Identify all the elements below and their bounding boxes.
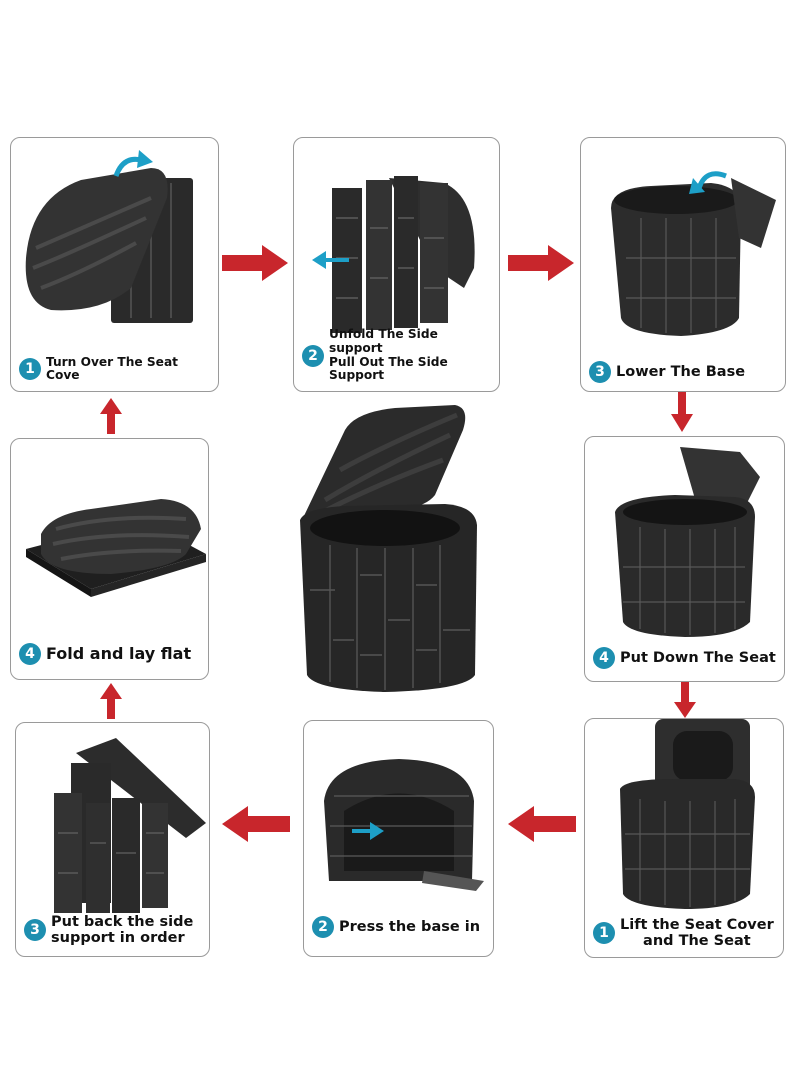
step-label: Put Down The Seat [620,649,776,666]
step-label-line: Unfold The Side support [329,327,438,356]
step-card-turn-over-seat-cover: 1 Turn Over The Seat Cove [10,137,219,392]
step-label-line: Pull Out The Side Support [329,354,448,383]
step-caption: 2 Unfold The Side support Pull Out The S… [302,327,493,383]
step-caption: 2 Press the base in [312,916,487,938]
step-caption: 1 Turn Over The Seat Cove [19,354,212,383]
step-number-badge: 1 [19,358,41,381]
step-number-badge: 2 [312,916,334,938]
arrow-left-icon [222,806,290,842]
step-caption: 3 Lower The Base [589,361,779,383]
step-label-line: Put back the side [51,913,194,930]
unfold-side-support-icon [312,176,475,333]
step-card-fold-flat: 4 Fold and lay flat [10,438,209,680]
put-back-support-icon [54,738,206,913]
step-card-put-back-side-support: 3 Put back the side support in order [15,722,210,957]
step-number-badge: 2 [302,344,324,367]
step-number-badge: 4 [593,647,615,669]
step-label-line: and The Seat [643,932,751,949]
step-label-line: support in order [51,929,185,946]
step-card-put-down-seat: 4 Put Down The Seat [584,436,785,682]
step-number-badge: 3 [24,918,46,941]
step-card-press-base-in: 2 Press the base in [303,720,494,957]
step-number-badge: 3 [589,361,611,383]
step-card-unfold-side-support: 2 Unfold The Side support Pull Out The S… [293,137,500,392]
step-label: Fold and lay flat [46,644,192,664]
step-label: Turn Over The Seat Cove [46,354,178,383]
arrow-up-icon [100,683,122,719]
step-label: Lower The Base [616,363,746,380]
step-label-group: Put back the side support in order [51,914,193,946]
arrow-down-icon [674,682,696,718]
step-label-group: Lift the Seat Cover and The Seat [620,917,774,949]
step-card-lower-base: 3 Lower The Base [580,137,786,392]
step-caption: 4 Fold and lay flat [19,643,202,665]
put-down-seat-icon [615,447,760,637]
step-card-lift-seat: 1 Lift the Seat Cover and The Seat [584,718,784,958]
step-number-badge: 1 [593,921,615,944]
seat-cover-flip-icon [25,150,193,323]
lift-seat-icon [620,719,755,909]
press-base-icon [324,759,484,891]
arrow-right-icon [222,245,288,281]
step-caption: 4 Put Down The Seat [593,647,778,669]
arrow-right-icon [508,245,574,281]
portable-toilet-icon [300,405,477,692]
step-label: Press the base in [339,918,481,935]
step-caption: 3 Put back the side support in order [24,914,203,946]
step-label-line: Lift the Seat Cover [620,916,774,933]
arrow-up-icon [100,398,122,434]
lower-base-icon [611,171,776,336]
folded-flat-icon [26,499,206,597]
step-number-badge: 4 [19,643,41,665]
arrow-left-icon [508,806,576,842]
step-caption: 1 Lift the Seat Cover and The Seat [593,917,777,949]
arrow-down-icon [671,392,693,432]
step-label-group: Unfold The Side support Pull Out The Sid… [329,327,493,383]
